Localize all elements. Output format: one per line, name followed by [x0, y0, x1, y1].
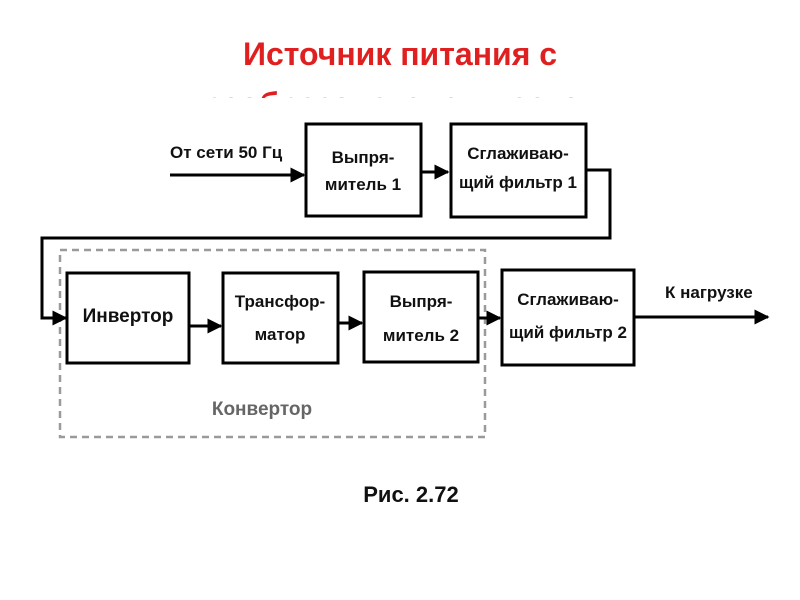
figure-caption: Рис. 2.72	[363, 482, 458, 507]
block-smoothing-filter-2: Сглаживаю- щий фильтр 2	[500, 268, 636, 367]
block-filter-1-line2: щий фильтр 1	[459, 173, 577, 192]
converter-boundary	[58, 248, 487, 439]
block-inverter-label: Инвертор	[83, 306, 174, 327]
block-rectifier-1-line1: Выпря-	[332, 148, 395, 167]
block-inverter: Инвертор	[65, 271, 191, 365]
slide-title-line2: преобразователем частоты	[118, 84, 688, 98]
block-smoothing-filter-1: Сглаживаю- щий фильтр 1	[449, 122, 588, 219]
slide-title: Источник питания с	[0, 34, 800, 74]
converter-label: Конвертор	[212, 399, 312, 420]
block-filter-1-line1: Сглаживаю-	[467, 144, 569, 163]
block-rectifier-2: Выпря- митель 2	[362, 270, 480, 364]
slide-title-line2-clipped: преобразователем частоты	[118, 84, 688, 98]
block-rectifier-1: Выпря- митель 1	[304, 122, 423, 218]
block-rectifier-2-line1: Выпря-	[390, 292, 453, 311]
load-output-label: К нагрузке	[665, 283, 753, 302]
block-rectifier-2-line2: митель 2	[383, 326, 459, 345]
block-transformer-line2: матор	[255, 325, 306, 344]
block-transformer: Трансфор- матор	[221, 271, 340, 365]
block-filter-2-line1: Сглаживаю-	[517, 290, 619, 309]
block-transformer-line1: Трансфор-	[235, 292, 325, 311]
block-filter-2-line2: щий фильтр 2	[509, 323, 627, 342]
mains-input-label: От сети 50 Гц	[170, 143, 283, 162]
return-wire-filter1-inverter	[40, 168, 612, 326]
slide-title-line1: Источник питания с	[242, 36, 558, 72]
block-rectifier-1-line2: митель 1	[325, 175, 401, 194]
